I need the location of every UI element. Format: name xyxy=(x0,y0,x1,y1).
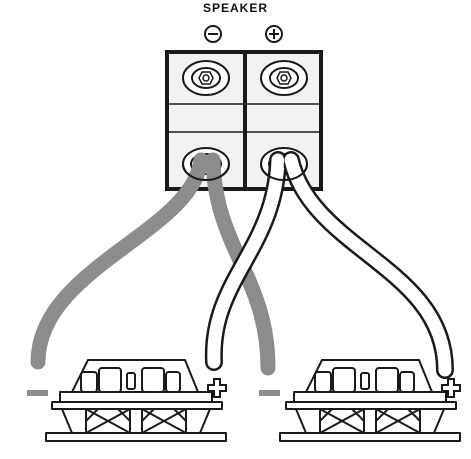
positive-terminal-screw xyxy=(260,60,308,96)
speaker-driver-icon xyxy=(45,359,227,442)
plus-icon xyxy=(441,378,461,398)
plus-circle-icon xyxy=(265,25,283,43)
positive-wires xyxy=(204,151,454,379)
plus-icon xyxy=(207,378,227,398)
speaker-driver-icon xyxy=(279,359,461,442)
speaker-title: SPEAKER xyxy=(202,1,268,15)
positive-wire-left xyxy=(207,154,284,368)
negative-wire-left xyxy=(30,152,209,370)
minus-icon xyxy=(27,390,48,396)
minus-icon xyxy=(259,390,280,396)
negative-terminal-screw xyxy=(182,60,230,96)
positive-wire-right xyxy=(285,154,451,376)
terminal-hole-rims xyxy=(182,163,308,181)
minus-circle-icon xyxy=(204,25,222,43)
